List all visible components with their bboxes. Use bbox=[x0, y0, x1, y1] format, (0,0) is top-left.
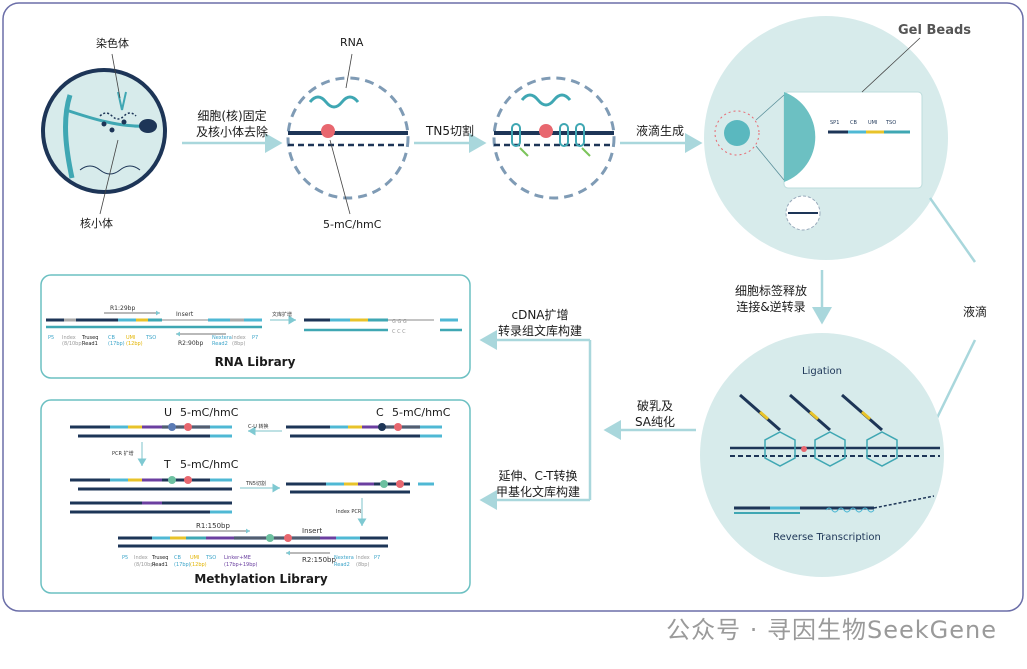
meth-seg-name: P7 bbox=[374, 555, 380, 561]
t-label: T bbox=[164, 458, 171, 471]
bead-seq-label: CB bbox=[850, 120, 857, 126]
chromosome-label: 染色体 bbox=[96, 36, 129, 50]
c-label: C bbox=[376, 406, 384, 419]
meth-seg-name: Linker+ME bbox=[224, 555, 251, 561]
step3-label: 液滴生成 bbox=[635, 124, 684, 138]
rna-seg-name: TSO bbox=[145, 335, 156, 341]
step2-label: TN5切割 bbox=[426, 124, 474, 138]
meth-seg-sub: Read2 bbox=[334, 562, 350, 568]
meth-seg-name: P5 bbox=[122, 555, 128, 561]
nucleus-circle bbox=[41, 68, 167, 194]
rna-library-construct bbox=[46, 310, 462, 337]
meth-insert-label: Insert bbox=[302, 527, 322, 535]
meth-seg-name: TSO bbox=[205, 555, 216, 561]
nucleosome-label: 核小体 bbox=[80, 216, 113, 230]
step4-label: 细胞标签释放连接&逆转录 bbox=[734, 284, 807, 314]
methylation-library-title: Methylation Library bbox=[194, 572, 328, 586]
rna-ccc-label: C C C bbox=[392, 329, 406, 335]
meth-seg-name: CB bbox=[174, 555, 181, 561]
meth-seg-sub: (12bp) bbox=[190, 562, 207, 568]
rna-lib-amp-label: 文库扩增 bbox=[272, 311, 292, 318]
dna-circle-2 bbox=[492, 76, 616, 200]
gel-beads-label: Gel Beads bbox=[898, 23, 971, 38]
rna-seg-sub: (12bp) bbox=[126, 341, 143, 347]
watermark: 公众号 · 寻因生物SeekGene bbox=[666, 616, 997, 644]
t-mc-label: 5-mC/hmC bbox=[180, 458, 239, 471]
rna-seg-name: P7 bbox=[252, 335, 258, 341]
rna-ggg-label: G G G bbox=[392, 319, 407, 325]
rt-label: Reverse Transcription bbox=[773, 532, 881, 543]
u-label: U bbox=[164, 406, 173, 419]
rna-seg-sub: (8/10bp) bbox=[62, 341, 84, 347]
ligation-label: Ligation bbox=[802, 366, 842, 377]
meth-seg-name: UMI bbox=[190, 555, 199, 561]
rna-seg-name: P5 bbox=[48, 335, 54, 341]
rna-r2-label: R2:90bp bbox=[178, 340, 203, 347]
ligation-circle bbox=[700, 333, 944, 577]
rna-seg-name: Nextera bbox=[212, 335, 232, 341]
meth-seg-sub: (8/10bp) bbox=[134, 562, 156, 568]
rna-library-title: RNA Library bbox=[214, 355, 296, 369]
bead-seq-label: TSO bbox=[885, 120, 896, 126]
bead-seq-label: SP1 bbox=[830, 120, 839, 126]
gel-bead-droplet bbox=[704, 16, 948, 260]
cu-convert-label: C-U 转换 bbox=[248, 423, 269, 430]
meth-r2-label: R2:150bp bbox=[302, 556, 336, 564]
meth-seg-sub: (17bp) bbox=[174, 562, 191, 568]
meth-seg-name: Truseq bbox=[151, 555, 168, 561]
rna-seg-name: CB bbox=[108, 335, 115, 341]
droplet-label: 液滴 bbox=[962, 305, 987, 319]
u-mc-label: 5-mC/hmC bbox=[180, 406, 239, 419]
bead-seq-label: UMI bbox=[868, 120, 877, 126]
rna-insert-label: Insert bbox=[176, 311, 194, 318]
index-pcr-label: Index PCR bbox=[336, 509, 362, 515]
methyl-label: 5-mC/hmC bbox=[323, 218, 382, 231]
meth-seg-sub: Read1 bbox=[152, 562, 168, 568]
bead-sequence-labels: SP1 CB UMI TSO bbox=[830, 120, 896, 126]
rna-seg-sub: Read1 bbox=[82, 341, 98, 347]
meth-seg-name: Index bbox=[356, 555, 370, 561]
tn5-cut-label: TN5切割 bbox=[245, 480, 266, 487]
meth-seg-sub: (17bp+19bp) bbox=[224, 562, 258, 568]
cdna-label: cDNA扩增转录组文库构建 bbox=[497, 308, 582, 338]
rna-seg-sub: (8bp) bbox=[232, 341, 245, 347]
c-mc-label: 5-mC/hmC bbox=[392, 406, 451, 419]
step1-label: 细胞(核)固定及核小体去除 bbox=[195, 109, 268, 139]
pcr-amp-label: PCR 扩增 bbox=[112, 450, 134, 457]
meth-seg-sub: (8bp) bbox=[356, 562, 369, 568]
methylation-library-construct bbox=[70, 423, 442, 556]
rna-label: RNA bbox=[340, 36, 364, 49]
dna-circle-1 bbox=[286, 76, 410, 200]
meth-build-label: 延伸、C-T转换甲基化文库构建 bbox=[495, 469, 580, 499]
meth-seg-name: Index bbox=[134, 555, 148, 561]
rna-seg-name: UMI bbox=[126, 335, 135, 341]
rna-seg-name: Index bbox=[232, 335, 246, 341]
rna-seg-name: Index bbox=[62, 335, 76, 341]
rna-seg-sub: Read2 bbox=[212, 341, 228, 347]
rna-r1-label: R1:29bp bbox=[110, 305, 135, 312]
rna-seg-name: Truseq bbox=[81, 335, 98, 341]
meth-seg-name: Nextera bbox=[334, 555, 354, 561]
rna-seg-sub: (17bp) bbox=[108, 341, 125, 347]
meth-r1-label: R1:150bp bbox=[196, 522, 230, 530]
